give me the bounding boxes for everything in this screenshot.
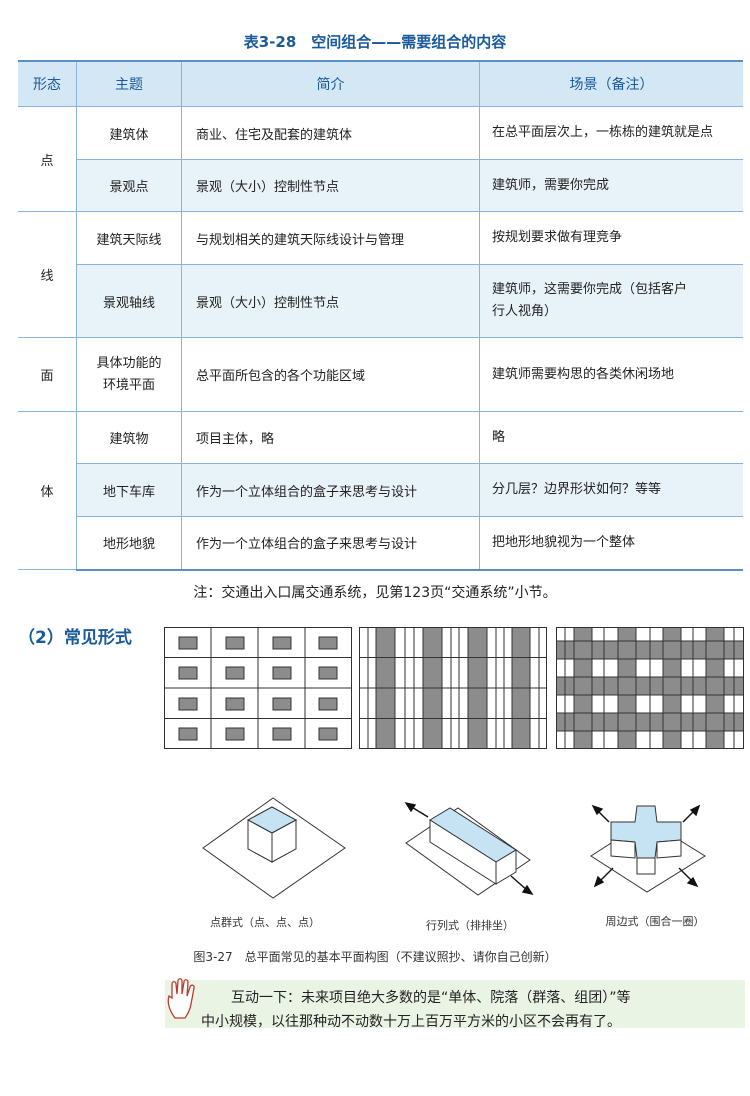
row-iso-diagram — [404, 801, 534, 896]
form-cell: 线 — [18, 211, 77, 338]
form-cell: 体 — [18, 411, 77, 570]
table-row: 景观轴线 景观（大小）控制性节点 建筑师，这需要你完成（包括客户行人视角） — [18, 264, 743, 338]
content-table: 形态 主题 简介 场景（备注） 点 建筑体 商业、住宅及配套的建筑体 在总平面层… — [18, 60, 743, 571]
arrow-icon — [404, 801, 534, 896]
theme-cell: 景观点 — [76, 159, 182, 212]
theme-cell: 建筑天际线 — [76, 211, 182, 265]
figure-caption: 周边式（围合一圈） — [605, 915, 705, 928]
theme-cell: 建筑物 — [76, 411, 182, 464]
table-row: 体 建筑物 项目主体，略 略 — [18, 411, 743, 570]
header-form: 形态 — [18, 60, 77, 107]
table-note: 注：交通出入口属交通系统，见第123页“交通系统”小节。 — [193, 585, 557, 601]
intro-cell: 与规划相关的建筑天际线设计与管理 — [181, 211, 480, 265]
intro-cell: 商业、住宅及配套的建筑体 — [181, 106, 480, 160]
perimeter-iso-diagram — [590, 804, 706, 893]
table-row: 地下车库 作为一个立体组合的盒子来思考与设计 分几层？边界形状如何？等等 — [18, 463, 743, 517]
scene-line: 建筑师，这需要你完成（包括客户 — [492, 282, 688, 297]
header-scene: 场景（备注） — [479, 60, 743, 107]
theme-cell: 建筑体 — [76, 106, 182, 160]
table-row: 地形地貌 作为一个立体组合的盒子来思考与设计 把地形地貌视为一个整体 — [18, 516, 743, 571]
table-header-row: 形态 主题 简介 场景（备注） — [18, 60, 743, 107]
table-row: 点 建筑体 商业、住宅及配套的建筑体 在总平面层次上，一栋栋的建筑就是点 — [18, 106, 743, 212]
interact-line: 中小规模，以往那种动不动数十万上百万平方米的小区不会再有了。 — [201, 1014, 621, 1030]
theme-line: 具体功能的 — [96, 355, 162, 371]
theme-cell: 地形地貌 — [76, 516, 182, 571]
theme-cell: 具体功能的环境平面 — [76, 337, 182, 412]
row-layout-diagram — [359, 627, 547, 749]
scene-cell: 把地形地貌视为一个整体 — [479, 516, 743, 571]
interact-line: 互动一下：未来项目绝大多数的是“单体、院落（群落、组团）”等 — [231, 990, 631, 1006]
table-title: 表3-28 空间组合——需要组合的内容 — [243, 33, 507, 51]
theme-cell: 地下车库 — [76, 463, 182, 517]
arrow-icon — [591, 804, 701, 888]
table-row: 面 具体功能的环境平面 总平面所包含的各个功能区域 建筑师需要构思的各类休闲场地 — [18, 337, 743, 412]
scene-cell: 建筑师，需要你完成 — [479, 159, 743, 212]
figure-caption: 点群式（点、点、点） — [210, 916, 320, 929]
interact-box: 互动一下：未来项目绝大多数的是“单体、院落（群落、组团）”等 中小规模，以往那种… — [165, 978, 745, 1030]
scene-cell: 按规划要求做有理竞争 — [479, 211, 743, 265]
scene-line: 行人视角） — [492, 304, 558, 319]
theme-cell: 景观轴线 — [76, 264, 182, 338]
figure-caption: 行列式（排排坐） — [426, 919, 514, 932]
intro-cell: 作为一个立体组合的盒子来思考与设计 — [181, 463, 480, 517]
intro-cell: 景观（大小）控制性节点 — [181, 159, 480, 212]
scene-cell: 建筑师需要构思的各类休闲场地 — [479, 337, 743, 412]
header-theme: 主题 — [76, 60, 182, 107]
table-row: 景观点 景观（大小）控制性节点 建筑师，需要你完成 — [18, 159, 743, 212]
scene-cell: 建筑师，这需要你完成（包括客户行人视角） — [479, 264, 743, 338]
figure-title: 图3-27 总平面常见的基本平面构图（不建议照抄、请你自己创新） — [193, 950, 557, 964]
intro-cell: 作为一个立体组合的盒子来思考与设计 — [181, 516, 480, 571]
section-title: （2）常见形式 — [18, 628, 132, 648]
scene-cell: 在总平面层次上，一栋栋的建筑就是点 — [479, 106, 743, 160]
form-cell: 面 — [18, 337, 77, 412]
form-cell: 点 — [18, 106, 77, 212]
point-grid-diagram — [164, 627, 352, 749]
theme-line: 环境平面 — [102, 377, 155, 393]
point-group-iso-diagram — [202, 797, 346, 899]
header-intro: 简介 — [181, 60, 480, 107]
perimeter-layout-diagram — [556, 627, 744, 749]
intro-cell: 景观（大小）控制性节点 — [181, 264, 480, 338]
scene-cell: 分几层？边界形状如何？等等 — [479, 463, 743, 517]
scene-cell: 略 — [479, 411, 743, 464]
intro-cell: 总平面所包含的各个功能区域 — [181, 337, 480, 412]
intro-cell: 项目主体，略 — [181, 411, 480, 464]
table-row: 线 建筑天际线 与规划相关的建筑天际线设计与管理 按规划要求做有理竞争 — [18, 211, 743, 338]
hand-icon — [167, 978, 195, 1019]
interact-text: 互动一下：未来项目绝大多数的是“单体、院落（群落、组团）”等 中小规模，以往那种… — [173, 986, 743, 1034]
